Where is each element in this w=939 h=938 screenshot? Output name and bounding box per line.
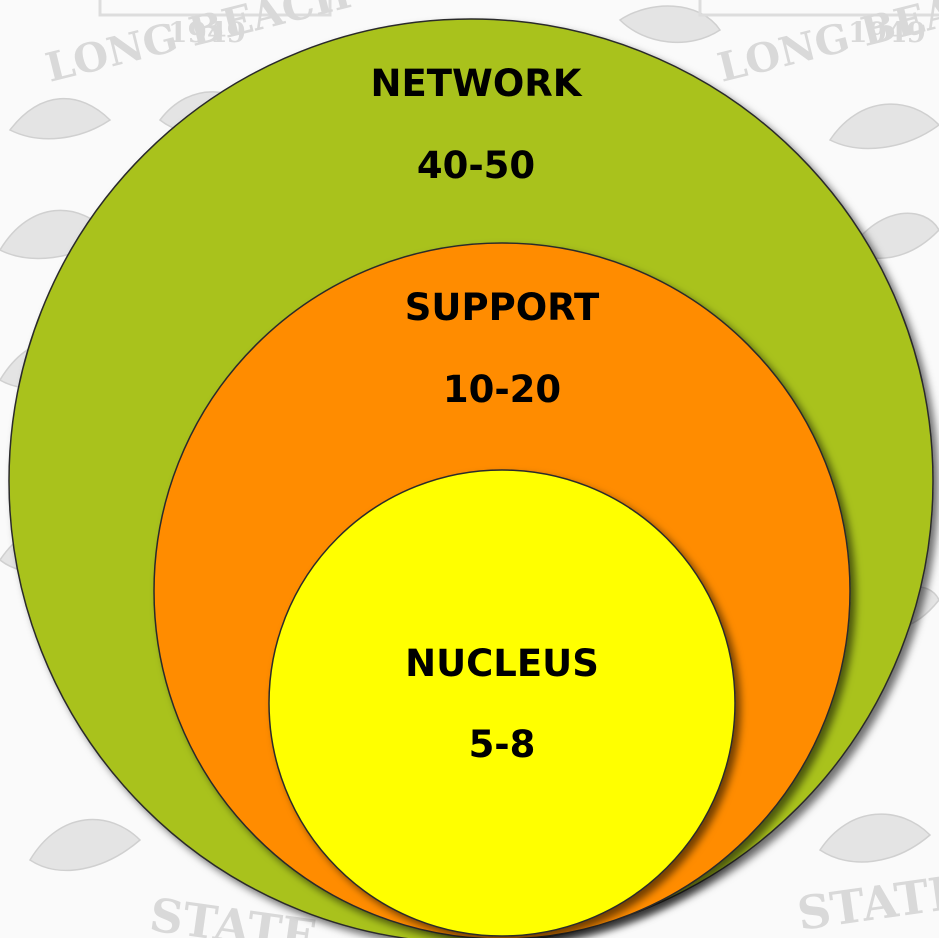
seal-ring-top-left <box>98 0 332 17</box>
nucleus-title: NUCLEUS <box>405 642 599 685</box>
support-range: 10-20 <box>443 368 561 411</box>
nucleus-circle <box>268 469 736 937</box>
network-range: 40-50 <box>417 144 535 187</box>
network-title: NETWORK <box>371 62 583 105</box>
nucleus-range: 5-8 <box>469 723 536 766</box>
watermark-year-left: 1949 <box>168 16 246 49</box>
support-title: SUPPORT <box>405 286 600 329</box>
seal-ring-top-right <box>698 0 939 17</box>
watermark-year-right: 1949 <box>848 16 926 49</box>
